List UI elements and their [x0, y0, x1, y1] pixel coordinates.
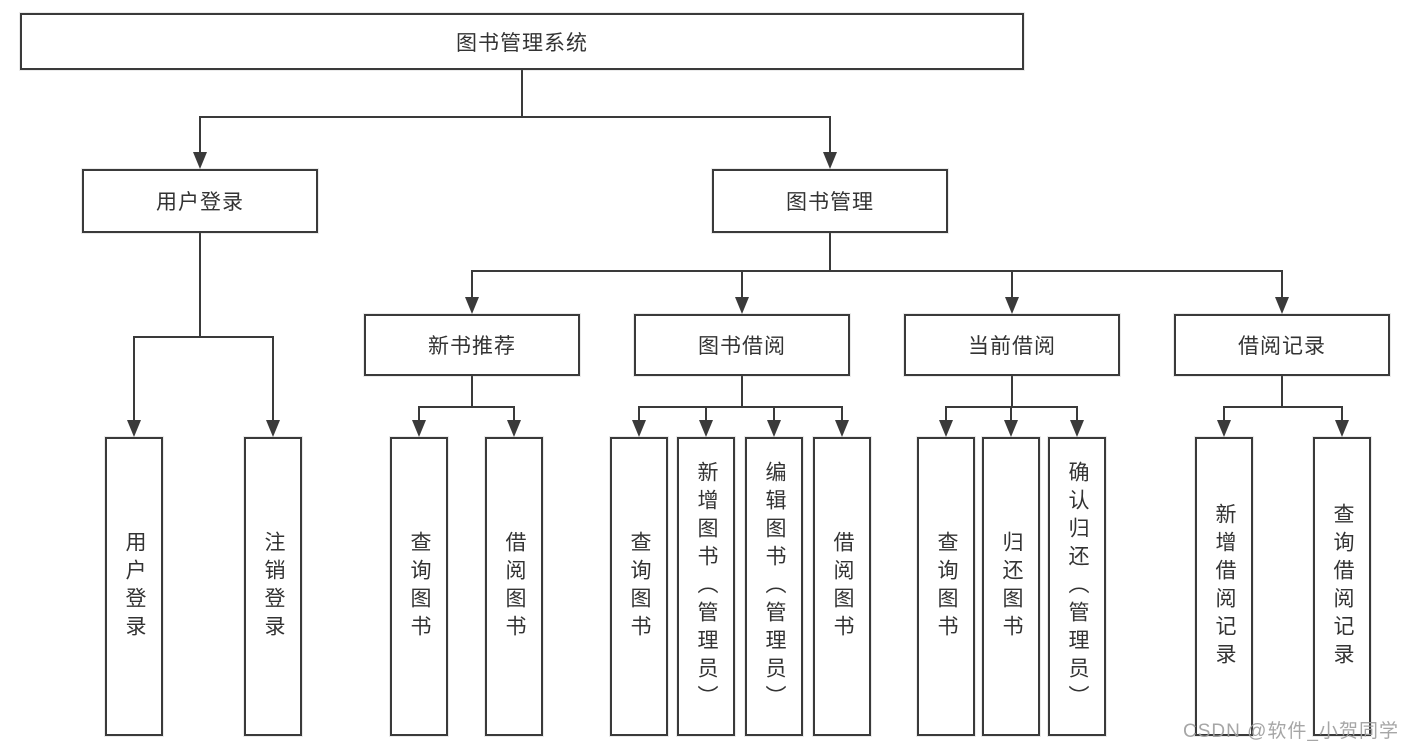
- leaf-logout: 注销登录: [244, 437, 302, 736]
- node-root-system: 图书管理系统: [20, 13, 1024, 70]
- leaf-rec-borrow-book: 借阅图书: [485, 437, 543, 736]
- csdn-watermark: CSDN @软件_小贺同学: [1183, 721, 1399, 742]
- leaf-borrow-edit-book-admin: 编辑图书（管理员）: [745, 437, 803, 736]
- leaf-current-query-book: 查询图书: [917, 437, 975, 736]
- leaf-borrow-add-book-admin: 新增图书（管理员）: [677, 437, 735, 736]
- leaf-current-confirm-return-admin: 确认归还（管理员）: [1048, 437, 1106, 736]
- node-book-borrow: 图书借阅: [634, 314, 850, 376]
- node-current-borrow: 当前借阅: [904, 314, 1120, 376]
- leaf-current-return-book: 归还图书: [982, 437, 1040, 736]
- leaf-records-query-record: 查询借阅记录: [1313, 437, 1371, 736]
- leaf-records-add-record: 新增借阅记录: [1195, 437, 1253, 736]
- arrowheads: [127, 152, 1349, 437]
- leaf-rec-query-book: 查询图书: [390, 437, 448, 736]
- leaf-user-login: 用户登录: [105, 437, 163, 736]
- node-book-management: 图书管理: [712, 169, 948, 233]
- node-new-book-recommend: 新书推荐: [364, 314, 580, 376]
- node-borrow-records: 借阅记录: [1174, 314, 1390, 376]
- node-user-login: 用户登录: [82, 169, 318, 233]
- leaf-borrow-query-book: 查询图书: [610, 437, 668, 736]
- leaf-borrow-borrow-book: 借阅图书: [813, 437, 871, 736]
